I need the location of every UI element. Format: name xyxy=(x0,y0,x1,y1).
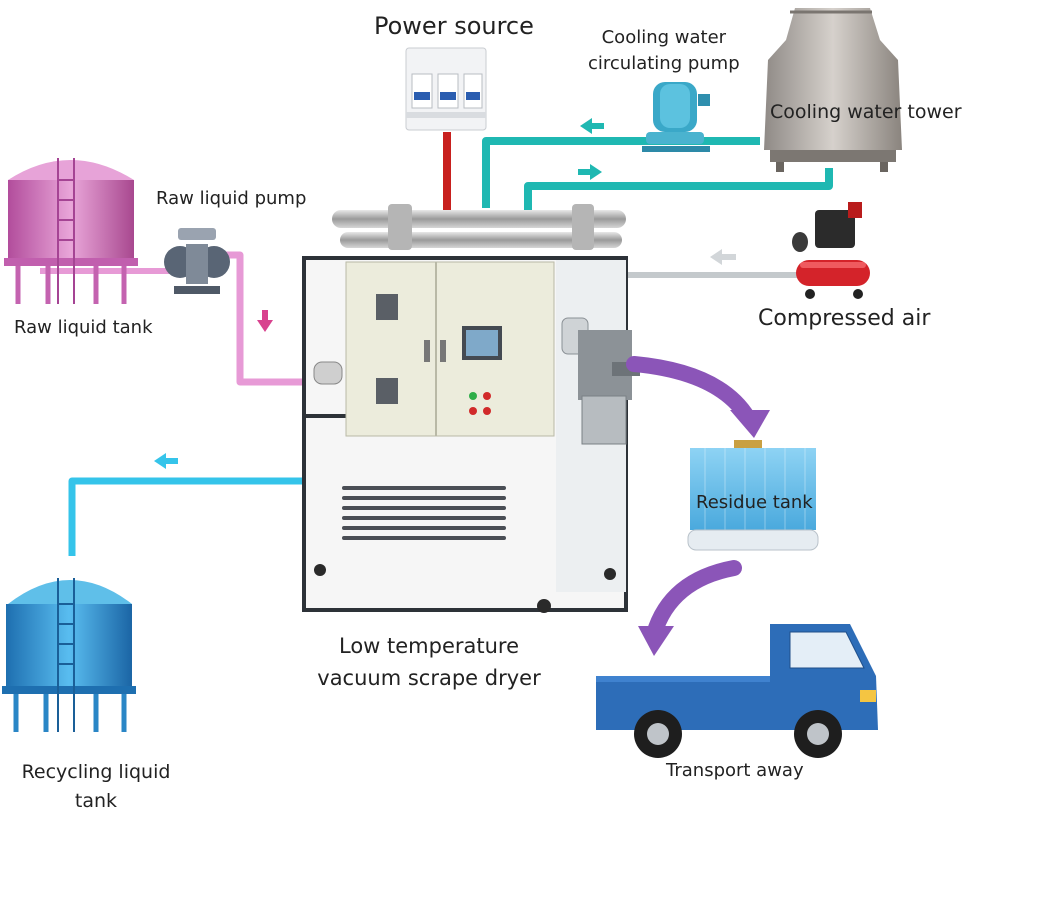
cooling-tower-label: Cooling water tower xyxy=(770,101,962,123)
raw-pump-label: Raw liquid pump xyxy=(156,188,307,209)
dryer-label: Low temperature vacuum scrape dryer xyxy=(302,630,556,694)
residue-tank-icon xyxy=(687,440,819,551)
cooling-tower-icon xyxy=(764,8,902,172)
cooling-pump-label-line2: circulating pump xyxy=(588,53,740,74)
dryer-label-line1: Low temperature xyxy=(338,634,520,658)
compressed-air-pipe xyxy=(628,249,800,278)
recycling-tank-label-line2: tank xyxy=(74,790,118,812)
cooling-pump-label: Cooling water circulating pump xyxy=(588,25,740,77)
transport-arrow xyxy=(638,560,742,656)
recycling-tank-label-line1: Recycling liquid xyxy=(21,761,171,783)
power-source-label: Power source xyxy=(374,12,534,40)
transport-label: Transport away xyxy=(666,760,804,781)
cooling-flow-arrow-right xyxy=(578,164,602,180)
circuit-breaker-icon xyxy=(405,47,487,131)
raw-tank-label: Raw liquid tank xyxy=(14,317,153,338)
discharge-arrow xyxy=(626,356,770,438)
recycle-pipe xyxy=(68,453,304,556)
dryer-label-line2: vacuum scrape dryer xyxy=(317,666,541,690)
raw-liquid-tank-icon xyxy=(4,158,138,304)
raw-liquid-pump-icon xyxy=(164,228,230,294)
residue-tank-label: Residue tank xyxy=(696,492,813,513)
cooling-supply-pipe xyxy=(524,168,833,210)
truck-icon xyxy=(596,624,878,758)
compressed-air-label: Compressed air xyxy=(758,306,931,331)
cooling-flow-arrow-left xyxy=(580,118,604,134)
cooling-pump-icon xyxy=(642,82,710,152)
recycling-liquid-tank-icon xyxy=(2,578,136,732)
cooling-pump-label-line1: Cooling water xyxy=(601,27,727,48)
air-compressor-icon xyxy=(792,202,870,299)
vacuum-scrape-dryer-icon xyxy=(302,204,640,613)
recycling-tank-label: Recycling liquid tank xyxy=(6,758,186,816)
